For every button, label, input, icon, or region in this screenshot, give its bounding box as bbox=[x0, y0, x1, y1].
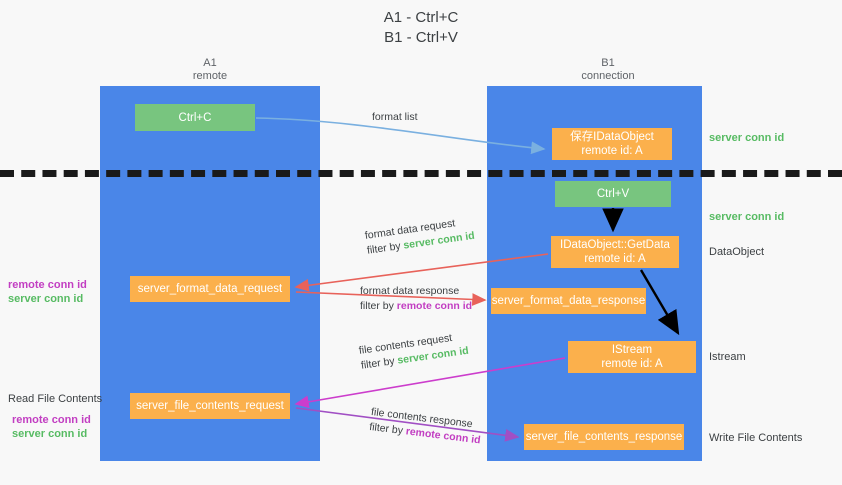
node-save-idataobject[interactable]: 保存IDataObject remote id: A bbox=[552, 128, 672, 160]
annotation-server-conn-id: server conn id bbox=[12, 428, 88, 440]
node-server-format-data-request[interactable]: server_format_data_request bbox=[130, 276, 290, 302]
column-header-a1-name: A1 bbox=[203, 57, 217, 69]
annotation-server-conn-id-top: server conn id bbox=[709, 132, 785, 144]
node-istream[interactable]: IStream remote id: A bbox=[568, 341, 696, 373]
annotation-istream: Istream bbox=[709, 351, 746, 363]
node-save-idataobject-label: 保存IDataObject bbox=[570, 131, 654, 143]
node-save-idataobject-sub: remote id: A bbox=[581, 145, 643, 157]
node-ctrl-c-label: Ctrl+C bbox=[178, 111, 212, 124]
edge-label-format-data-response-text: format data response bbox=[360, 285, 460, 297]
annotation-server-conn-id: server conn id bbox=[8, 293, 84, 305]
edge-label-format-data-response-filter: filter by remote conn id bbox=[360, 299, 472, 314]
node-idataobject-getdata-sub: remote id: A bbox=[584, 253, 646, 265]
node-istream-label: IStream bbox=[611, 344, 653, 356]
node-ctrl-v-label: Ctrl+V bbox=[596, 188, 630, 200]
filter-prefix: filter by bbox=[360, 354, 399, 372]
node-server-file-contents-response-label: server_file_contents_response bbox=[525, 431, 683, 443]
node-ctrl-v[interactable]: Ctrl+V bbox=[555, 181, 671, 207]
edge-label-file-contents-request: file contents request filter by server c… bbox=[358, 329, 470, 374]
edge-label-file-contents-response: file contents response filter by remote … bbox=[368, 405, 483, 448]
node-istream-sub: remote id: A bbox=[601, 358, 663, 370]
filter-id-remote-conn: remote conn id bbox=[396, 300, 473, 312]
node-server-format-data-response-label: server_format_data_response bbox=[491, 295, 646, 307]
annotation-remote-conn-id: remote conn id bbox=[12, 414, 91, 426]
node-server-format-data-response[interactable]: server_format_data_response bbox=[491, 288, 646, 314]
node-idataobject-getdata[interactable]: IDataObject::GetData remote id: A bbox=[551, 236, 679, 268]
phase-divider bbox=[0, 170, 842, 177]
annotation-write-file-contents: Write File Contents bbox=[709, 432, 803, 444]
edge-label-format-data-request: format data request filter by server con… bbox=[364, 214, 476, 259]
annotation-conn-ids-upper: remote conn id server conn id bbox=[8, 278, 87, 306]
column-header-a1: A1 remote bbox=[110, 57, 310, 83]
column-header-b1: B1 connection bbox=[508, 57, 708, 83]
annotation-server-conn-id-mid: server conn id bbox=[709, 211, 785, 223]
filter-prefix: filter by bbox=[366, 239, 405, 257]
column-header-a1-role: remote bbox=[192, 70, 228, 82]
title-line-1: A1 - Ctrl+C bbox=[383, 9, 459, 26]
annotation-read-file-contents: Read File Contents bbox=[8, 393, 103, 405]
edge-label-format-list-text: format list bbox=[372, 111, 418, 123]
edge-label-format-list: format list bbox=[372, 110, 418, 125]
page-title: A1 - Ctrl+C B1 - Ctrl+V bbox=[0, 8, 842, 48]
node-server-format-data-request-label: server_format_data_request bbox=[137, 283, 283, 295]
column-header-b1-name: B1 bbox=[601, 57, 615, 69]
filter-prefix: filter by bbox=[360, 300, 397, 312]
annotation-dataobject: DataObject bbox=[709, 246, 765, 258]
node-idataobject-getdata-label: IDataObject::GetData bbox=[560, 239, 670, 251]
node-server-file-contents-response[interactable]: server_file_contents_response bbox=[524, 424, 684, 450]
annotation-conn-ids-lower: remote conn id server conn id bbox=[12, 413, 91, 441]
filter-prefix: filter by bbox=[368, 420, 407, 438]
node-server-file-contents-request[interactable]: server_file_contents_request bbox=[130, 393, 290, 419]
node-ctrl-c[interactable]: Ctrl+C bbox=[135, 104, 255, 131]
annotation-remote-conn-id: remote conn id bbox=[8, 279, 87, 291]
title-line-2: B1 - Ctrl+V bbox=[384, 29, 458, 46]
node-server-file-contents-request-label: server_file_contents_request bbox=[136, 400, 284, 412]
edge-label-format-data-response: format data response filter by remote co… bbox=[360, 284, 472, 314]
column-header-b1-role: connection bbox=[581, 70, 635, 82]
